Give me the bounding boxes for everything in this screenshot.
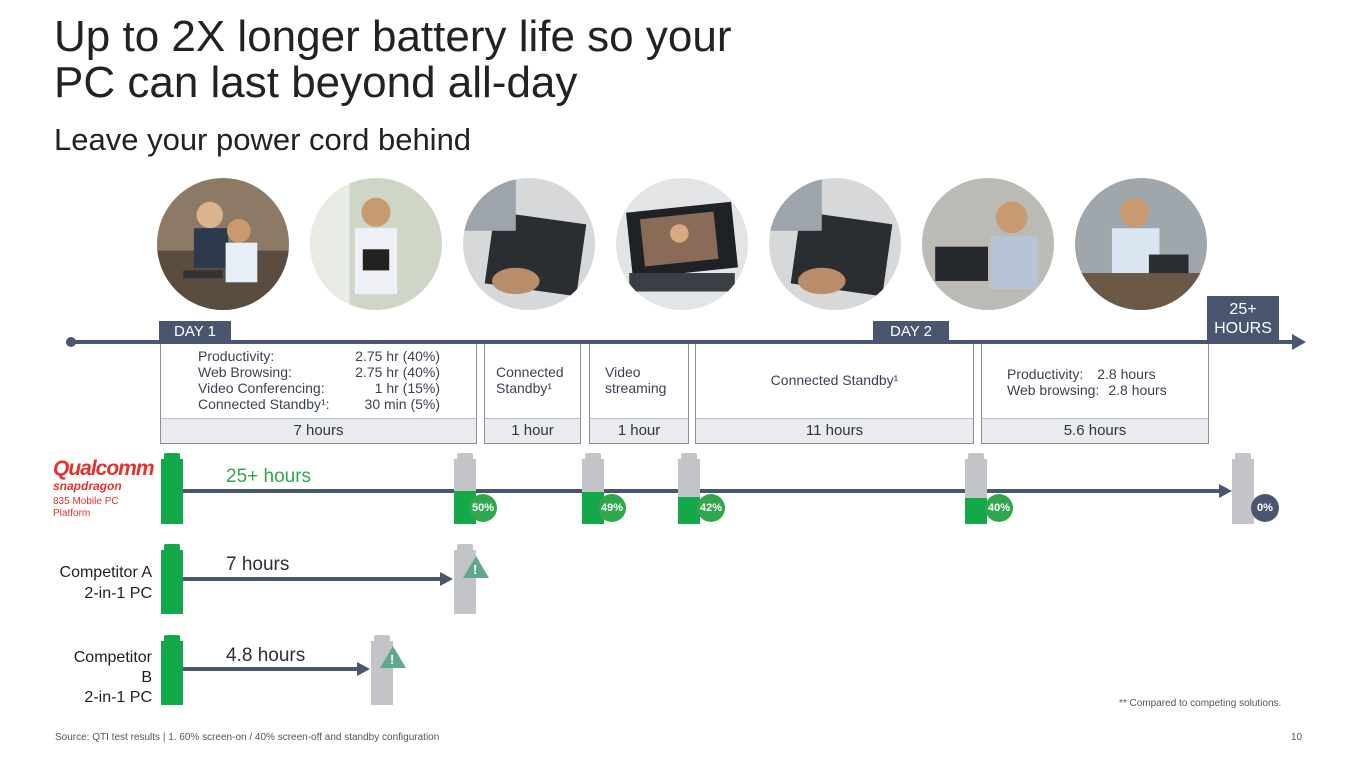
platform-line-2: Platform <box>53 508 91 519</box>
battery-level-40 <box>965 453 987 524</box>
competitor-a-arrowhead <box>440 572 453 586</box>
segment-text: Connected <box>496 364 564 380</box>
battery-full <box>161 635 183 705</box>
competitor-b-arrowhead <box>357 662 370 676</box>
usage-row: Web Browsing:2.75 hr (40%) <box>198 364 440 380</box>
segment-text: Standby¹ <box>496 380 553 396</box>
segment-text: Connected Standby¹ <box>770 372 899 388</box>
segment-duration: 11 hours <box>696 418 973 443</box>
segment-duration: 7 hours <box>161 418 476 443</box>
usage-row: Web browsing:2.8 hours <box>1007 382 1167 398</box>
battery-empty <box>454 544 476 614</box>
laptop-carry-photo <box>463 178 595 310</box>
competitor-a-label: Competitor A 2-in-1 PC <box>40 562 152 604</box>
battery-level-49 <box>582 453 604 524</box>
competitor-b-label: Competitor B 2-in-1 PC <box>40 648 152 708</box>
title-line-2: PC can last beyond all-day <box>54 58 578 107</box>
battery-pct-badge: 40% <box>985 494 1013 522</box>
competitor-b-hours: 4.8 hours <box>226 645 306 666</box>
page-number: 10 <box>1291 732 1303 743</box>
battery-pct-badge: 49% <box>598 494 626 522</box>
day2-tag: DAY 2 <box>873 321 949 343</box>
warning-icon: ! <box>380 646 406 668</box>
tablet-user-photo <box>310 178 442 310</box>
platform-line-1: 835 Mobile PC <box>53 496 119 507</box>
competitor-b-line-1: Competitor <box>73 649 152 666</box>
day1-tag: DAY 1 <box>159 321 231 343</box>
usage-row: Productivity:2.75 hr (40%) <box>198 348 440 364</box>
segment-connected-standby-2: Connected Standby¹ 11 hours <box>695 344 974 444</box>
segment-text: Video <box>605 364 641 380</box>
snapdragon-logo: snapdragon <box>53 479 122 493</box>
segment-connected-standby-1: Connected Standby¹ 1 hour <box>484 344 581 444</box>
end-hours-unit: HOURS <box>1214 320 1272 337</box>
competitor-a-arrow-line <box>183 577 440 581</box>
slide-subtitle: Leave your power cord behind <box>54 122 472 157</box>
usage-row: Productivity:2.8 hours <box>1007 366 1156 382</box>
segment-duration: 5.6 hours <box>982 418 1208 443</box>
qualcomm-arrow-line <box>183 489 1219 493</box>
office-meeting-photo <box>157 178 289 310</box>
source-note: Source: QTI test results | 1. 60% screen… <box>55 732 440 743</box>
usage-row: Connected Standby¹:30 min (5%) <box>198 396 440 412</box>
qualcomm-logo: Qualcomm <box>53 457 155 480</box>
battery-pct-badge: 42% <box>697 494 725 522</box>
segment-day2-usage: Productivity:2.8 hours Web browsing:2.8 … <box>981 344 1209 444</box>
battery-level-42 <box>678 453 700 524</box>
battery-level-0 <box>1232 453 1254 524</box>
headphones-user-photo <box>1075 178 1207 310</box>
segment-day1-usage: Productivity:2.75 hr (40%) Web Browsing:… <box>160 344 477 444</box>
end-hours-tag: 25+ HOURS <box>1207 296 1279 340</box>
title-line-1: Up to 2X longer battery life so your <box>54 12 732 61</box>
battery-full <box>161 453 183 524</box>
compare-note: ** Compared to competing solutions. <box>1119 698 1282 709</box>
qualcomm-arrowhead <box>1219 484 1232 498</box>
segment-duration: 1 hour <box>590 418 688 443</box>
battery-pct-badge: 50% <box>469 494 497 522</box>
battery-full <box>161 544 183 614</box>
competitor-a-hours: 7 hours <box>226 554 290 575</box>
segment-text: streaming <box>605 380 667 396</box>
competitor-a-line-2: 2-in-1 PC <box>84 585 152 602</box>
video-call-photo <box>616 178 748 310</box>
segment-video-streaming: Video streaming 1 hour <box>589 344 689 444</box>
qualcomm-hours: 25+ hours <box>226 466 312 487</box>
segment-duration: 1 hour <box>485 418 580 443</box>
usage-row: Video Conferencing:1 hr (15%) <box>198 380 440 396</box>
slide-title: Up to 2X longer battery life so your PC … <box>54 14 731 106</box>
warning-icon: ! <box>463 556 489 578</box>
relaxing-user-photo <box>922 178 1054 310</box>
timeline-start-dot <box>66 337 76 347</box>
competitor-b-line-3: 2-in-1 PC <box>84 689 152 706</box>
qualcomm-label: Qualcomm snapdragon 835 Mobile PC Platfo… <box>53 458 163 520</box>
competitor-a-line-1: Competitor A <box>59 564 152 581</box>
laptop-carry-photo-2 <box>769 178 901 310</box>
timeline-arrowhead <box>1292 334 1306 350</box>
end-hours-number: 25+ <box>1229 301 1257 318</box>
competitor-b-line-2: B <box>141 669 152 686</box>
timeline-axis <box>70 340 1298 344</box>
battery-pct-badge: 0% <box>1251 494 1279 522</box>
competitor-b-arrow-line <box>183 667 357 671</box>
